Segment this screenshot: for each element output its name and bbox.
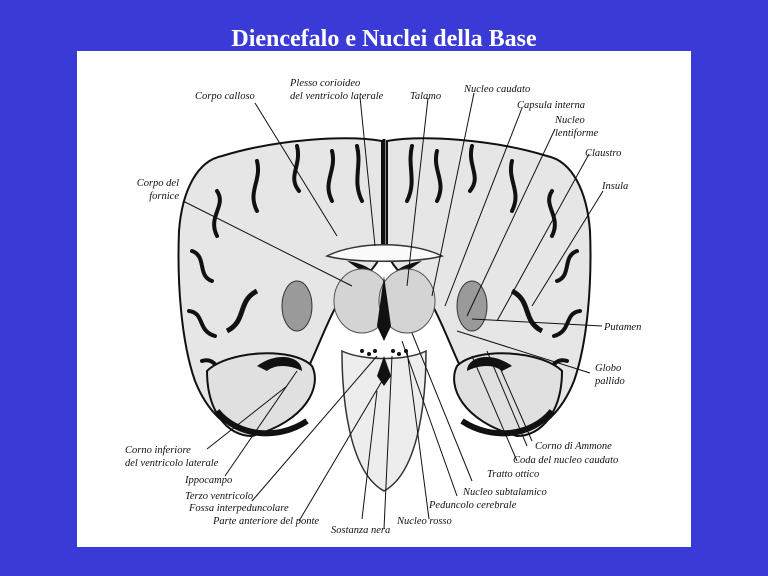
temporal-base-dark-left: [214, 409, 309, 437]
slide-title: Diencefalo e Nuclei della Base: [231, 26, 537, 52]
label-corno-inferiore-line1: Corno inferiore: [125, 445, 191, 456]
brain-coronal-section-figure: Corpo calloso Plesso corioideo del ventr…: [77, 51, 691, 547]
label-corpo-calloso: Corpo calloso: [195, 91, 255, 102]
label-nucleo-lentiforme-line2: lentiforme: [555, 128, 599, 139]
hippocampus-left: [257, 356, 302, 371]
label-corpo-fornice-line1: Corpo del: [136, 178, 179, 189]
label-sostanza-nera: Sostanza nera: [331, 525, 391, 536]
corpus-callosum: [324, 244, 445, 262]
insula-right: [510, 288, 544, 334]
label-nucleo-rosso: Nucleo rosso: [397, 516, 452, 527]
brainstem-pons: [341, 349, 427, 492]
label-plesso-line1: Plesso corioideo: [290, 78, 361, 89]
putamen-left: [281, 280, 313, 332]
label-ippocampo: Ippocampo: [185, 475, 233, 486]
label-claustro: Claustro: [585, 148, 622, 159]
label-globo-line2: pallido: [595, 376, 625, 387]
label-nucleo-subtalamico: Nucleo subtalamico: [463, 487, 547, 498]
label-insula: Insula: [602, 181, 629, 192]
insula-left: [225, 288, 259, 334]
label-putamen: Putamen: [604, 322, 642, 333]
thalamus-right: [378, 268, 436, 334]
label-tratto-ottico: Tratto ottico: [487, 469, 540, 480]
label-corno-ammone: Corno di Ammone: [535, 441, 612, 452]
temporal-lobe-right: [453, 352, 564, 438]
label-nucleo-lentiforme-line1: Nucleo: [555, 115, 585, 126]
label-talamo: Talamo: [410, 91, 442, 102]
substantia-nigra: [360, 349, 408, 356]
label-fossa-interpeduncolare: Fossa interpeduncolare: [189, 503, 289, 514]
label-capsula-interna: Capsula interna: [517, 100, 585, 111]
label-peduncolo-cerebrale: Peduncolo cerebrale: [429, 500, 517, 511]
label-plesso-line2: del ventricolo laterale: [290, 91, 384, 102]
label-globo-line1: Globo: [595, 363, 622, 374]
temporal-lobe-left: [205, 352, 316, 438]
interpeduncular-fossa: [377, 356, 391, 386]
third-ventricle: [377, 276, 391, 341]
label-terzo-ventricolo: Terzo ventricolo: [185, 491, 254, 502]
leader-lines: [182, 92, 604, 530]
label-coda-nucleo-caudato: Coda del nucleo caudato: [513, 455, 619, 466]
label-nucleo-caudato: Nucleo caudato: [464, 84, 531, 95]
brain-section-illustration: [177, 92, 604, 530]
label-corno-inferiore-line2: del ventricolo laterale: [125, 458, 219, 469]
label-parte-anteriore-ponte: Parte anteriore del ponte: [213, 516, 320, 527]
label-corpo-fornice-line2: fornice: [149, 191, 179, 202]
temporal-base-dark-right: [460, 409, 555, 437]
hippocampus-right: [467, 356, 512, 371]
